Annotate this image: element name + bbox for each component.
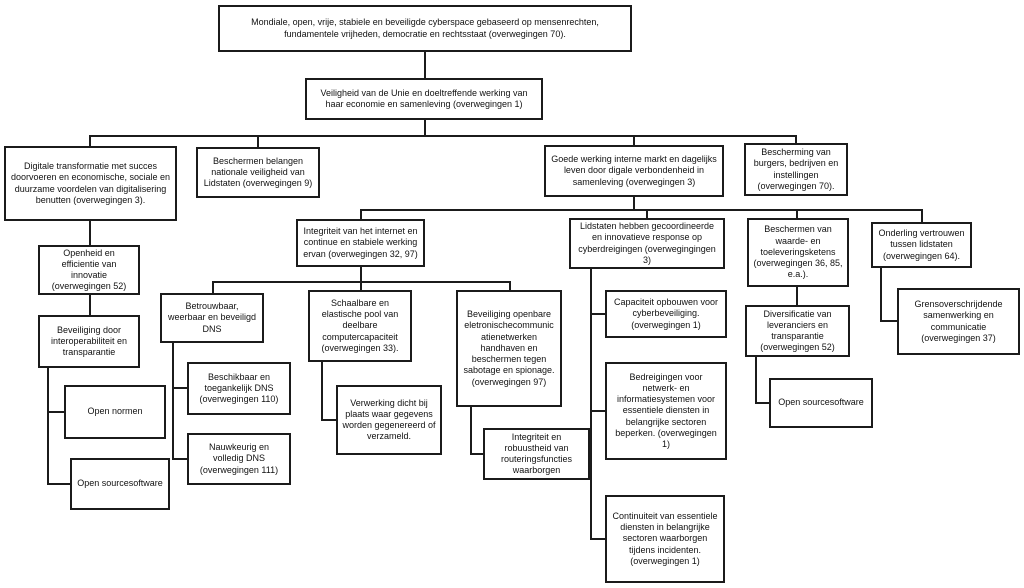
connector-line [89, 295, 91, 315]
node-continuiteit-diensten: Continuiteit van essentiele diensten in … [605, 495, 725, 583]
connector-line [796, 287, 798, 305]
node-nationale-veiligheid: Beschermen belangen nationale veiligheid… [196, 147, 320, 198]
connector-line [592, 538, 606, 540]
node-onderling-vertrouwen: Onderling vertrouwen tussen lidstaten (o… [871, 222, 972, 268]
connector-line [360, 211, 362, 219]
node-waarde-toeleveringsketens: Beschermen van waarde- en toeleveringske… [747, 218, 849, 287]
node-openheid-innovatie: Openheid en efficientie van innovatie (o… [38, 245, 140, 295]
connector-line [89, 135, 797, 137]
connector-line [49, 411, 65, 413]
node-open-sourcesoftware-rechts: Open sourcesoftware [769, 378, 873, 428]
connector-line [757, 402, 770, 404]
connector-line [592, 410, 606, 412]
node-beschikbaar-dns: Beschikbaar en toegankelijk DNS (overweg… [187, 362, 291, 415]
node-integriteit-internet: Integriteit van het internet en continue… [296, 219, 425, 267]
node-integriteit-routering: Integriteit en robuustheid van routering… [483, 428, 590, 480]
connector-line [89, 137, 91, 146]
connector-line [174, 387, 188, 389]
connector-line [592, 313, 606, 315]
connector-line [646, 211, 648, 218]
connector-line [47, 368, 49, 485]
connector-line [880, 268, 882, 322]
connector-line [633, 197, 635, 209]
node-bedreigingen-beperken: Bedreigingen voor netwerk- en informatie… [605, 362, 727, 460]
connector-line [424, 120, 426, 135]
connector-line [89, 221, 91, 245]
connector-line [509, 283, 511, 290]
node-lidstaten-response: Lidstaten hebben gecoordineerde en innov… [569, 218, 725, 269]
connector-line [172, 343, 174, 460]
connector-line [360, 267, 362, 281]
connector-line [323, 419, 337, 421]
connector-line [921, 211, 923, 222]
node-open-normen: Open normen [64, 385, 166, 439]
node-veiligheid-unie: Veiligheid van de Unie en doeltreffende … [305, 78, 543, 120]
connector-line [174, 458, 188, 460]
connector-line [796, 211, 798, 218]
node-interne-markt: Goede werking interne markt en dagelijks… [544, 145, 724, 197]
node-capaciteit-cyberbeveiliging: Capaciteit opbouwen voor cyberbeveiligin… [605, 290, 727, 338]
connector-line [49, 483, 71, 485]
node-betrouwbaar-dns: Betrouwbaar, weerbaar en beveiligd DNS [160, 293, 264, 343]
node-schaalbare-pool: Schaalbare en elastische pool van deelba… [308, 290, 412, 362]
node-grensoverschrijdende-samenwerking: Grensoverschrijdende samenwerking en com… [897, 288, 1020, 355]
node-nauwkeurig-dns: Nauwkeurig en volledig DNS (overwegingen… [187, 433, 291, 485]
node-digitale-transformatie: Digitale transformatie met succes doorvo… [4, 146, 177, 221]
connector-line [360, 209, 923, 211]
connector-line [212, 281, 511, 283]
connector-line [472, 453, 484, 455]
node-open-sourcesoftware-links: Open sourcesoftware [70, 458, 170, 510]
node-diversificatie-leveranciers: Diversificatie van leveranciers en trans… [745, 305, 850, 357]
connector-line [795, 137, 797, 143]
connector-line [360, 283, 362, 290]
node-beveiliging-openbare-netwerken: Beveiliging openbare eletronischecommuni… [456, 290, 562, 407]
node-beveiliging-interoperabiliteit: Beveiliging door interoperabiliteit en t… [38, 315, 140, 368]
connector-line [590, 269, 592, 540]
node-bescherming-burgers: Bescherming van burgers, bedrijven en in… [744, 143, 848, 196]
connector-line [424, 52, 426, 78]
connector-line [470, 407, 472, 455]
connector-line [212, 283, 214, 293]
node-verwerking-dicht-bij: Verwerking dicht bij plaats waar gegeven… [336, 385, 442, 455]
connector-line [633, 137, 635, 145]
connector-line [882, 320, 898, 322]
connector-line [257, 137, 259, 147]
connector-line [321, 362, 323, 421]
connector-line [755, 357, 757, 404]
node-root: Mondiale, open, vrije, stabiele en bevei… [218, 5, 632, 52]
